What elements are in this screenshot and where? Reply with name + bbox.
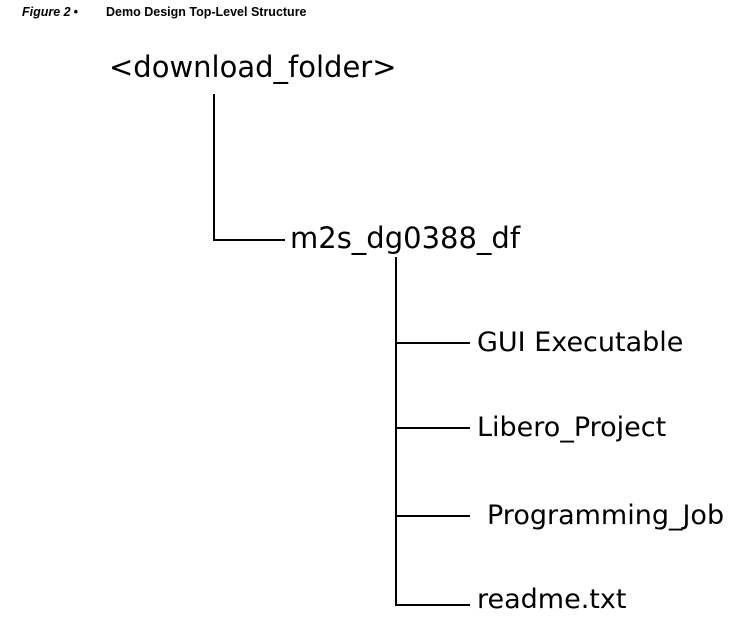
connector-branch-libero-project [395, 427, 470, 429]
connector-project-vertical [395, 257, 397, 606]
tree-node-gui-executable: GUI Executable [477, 327, 684, 358]
connector-root-horizontal [213, 239, 285, 241]
tree-node-m2s-dg0388-df: m2s_dg0388_df [290, 221, 521, 255]
connector-branch-readme-txt [395, 604, 470, 606]
connector-branch-programming-job [395, 515, 470, 517]
figure-title: Demo Design Top-Level Structure [106, 5, 307, 19]
tree-node-libero-project: Libero_Project [477, 412, 667, 443]
tree-node-readme-txt: readme.txt [477, 584, 627, 615]
tree-node-programming-job: Programming_Job [487, 500, 725, 531]
connector-root-vertical [213, 94, 215, 241]
figure-number: Figure 2 [22, 5, 71, 19]
figure-bullet-separator: • [73, 5, 79, 19]
connector-branch-gui-executable [395, 342, 470, 344]
figure-caption: Figure 2• Demo Design Top-Level Structure [22, 4, 307, 20]
tree-node-download-folder: <download_folder> [109, 50, 397, 84]
